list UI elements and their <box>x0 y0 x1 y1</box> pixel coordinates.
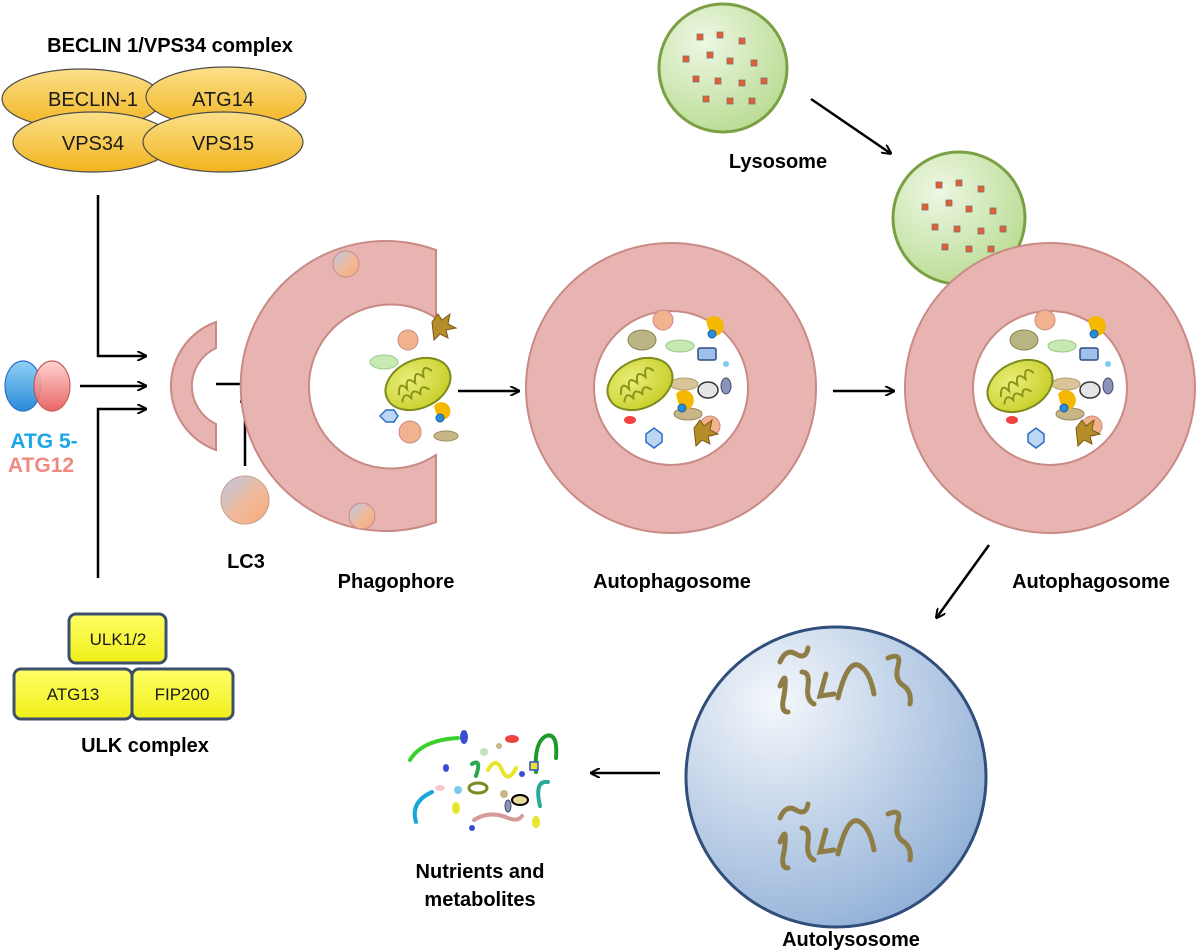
beclin1-label: BECLIN-1 <box>48 89 138 111</box>
nutrients-label-line2: metabolites <box>424 889 535 911</box>
ulk-complex-title: ULK complex <box>81 735 209 757</box>
phagophore-cargo <box>369 312 460 444</box>
nutrients-metabolites-fragments <box>408 730 559 831</box>
phagophore-label: Phagophore <box>338 571 455 593</box>
autolysosome-label: Autolysosome <box>782 929 920 951</box>
nutrients-label-line1: Nutrients and <box>416 861 545 883</box>
isolation-membrane <box>170 320 217 452</box>
lc3-on-phagophore-bottom <box>348 502 376 530</box>
autophagosome-2-label: Autophagosome <box>1012 571 1170 593</box>
autophagosome-1-label: Autophagosome <box>593 571 751 593</box>
lysosome-top <box>657 2 789 134</box>
vps34-label: VPS34 <box>62 133 124 155</box>
atg5-atg12-complex <box>4 360 71 412</box>
vps15-node <box>142 111 304 173</box>
fip200-box <box>130 667 235 721</box>
arrow-ulk-to-membrane <box>96 409 145 578</box>
ulk-complex: ULK1/2 ATG13 FIP200 <box>12 612 235 721</box>
autolysosome <box>684 625 988 929</box>
vps15-label: VPS15 <box>192 133 254 155</box>
arrow-beclin-to-membrane <box>96 195 145 356</box>
arrow-autophagosome-to-autolysosome <box>937 544 991 617</box>
ulk12-label: ULK1/2 <box>90 630 147 649</box>
initiation-arrows <box>80 195 145 578</box>
lc3-label: LC3 <box>227 551 265 573</box>
beclin-complex-title: BECLIN 1/VPS34 complex <box>47 35 293 57</box>
atg14-label: ATG14 <box>192 89 254 111</box>
ulk12-box <box>67 612 168 665</box>
atg12-node <box>33 360 71 412</box>
fip200-label: FIP200 <box>155 685 210 704</box>
beclin-complex: BECLIN-1 ATG14 VPS34 VPS15 <box>1 66 307 173</box>
lysosome-label: Lysosome <box>729 151 827 173</box>
atg5-label: ATG 5- <box>10 430 77 453</box>
atg12-label: ATG12 <box>8 454 74 477</box>
arrow-lysosome-to-autophagosome <box>810 97 890 153</box>
lc3-on-phagophore-top <box>332 250 360 278</box>
phagophore-membrane <box>239 240 437 532</box>
atg13-label: ATG13 <box>47 685 100 704</box>
lc3-particle <box>220 475 270 525</box>
